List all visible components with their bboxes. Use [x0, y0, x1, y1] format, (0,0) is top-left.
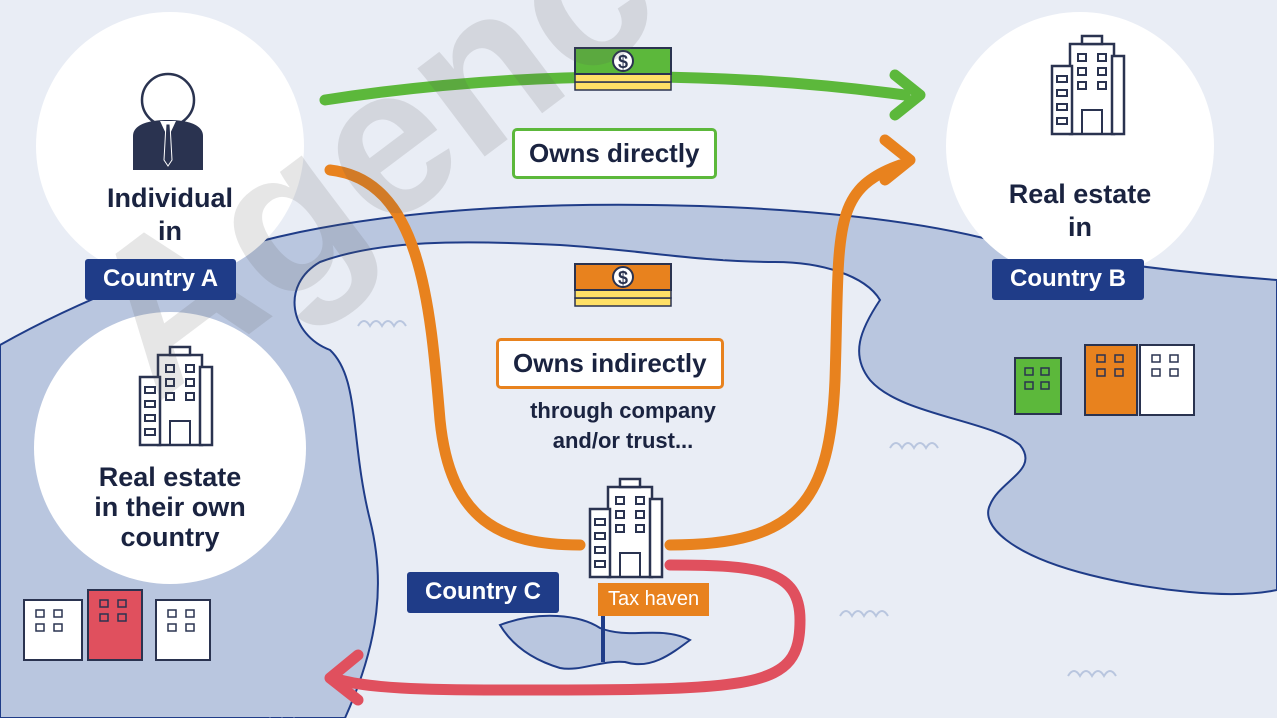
money-stack-icon [574, 263, 672, 307]
indirect-subtitle: through company and/or trust... [530, 398, 716, 453]
owns-indirectly-label: Owns indirectly [496, 338, 724, 389]
individual-label: Individual in [106, 183, 233, 246]
building-cluster-right [1014, 344, 1195, 416]
own-country-circle [34, 312, 306, 584]
building-cluster-left [23, 589, 211, 661]
tax-haven-flag: Tax haven [598, 583, 710, 616]
real-estate-own-label: Real estate in their own country [94, 462, 246, 552]
country-b-badge: Country B [992, 259, 1144, 300]
indirect-ownership-arrow-in [324, 164, 586, 551]
return-arrow [334, 559, 806, 696]
country-a-badge: Country A [85, 259, 237, 300]
country-c-badge: Country C [407, 572, 559, 613]
owns-directly-label: Owns directly [512, 128, 717, 179]
real-estate-b-circle [946, 12, 1214, 280]
indirect-ownership-arrow-out [664, 159, 906, 551]
businessman-icon [133, 72, 203, 170]
real-estate-b-label: Real estate in [1008, 179, 1152, 242]
